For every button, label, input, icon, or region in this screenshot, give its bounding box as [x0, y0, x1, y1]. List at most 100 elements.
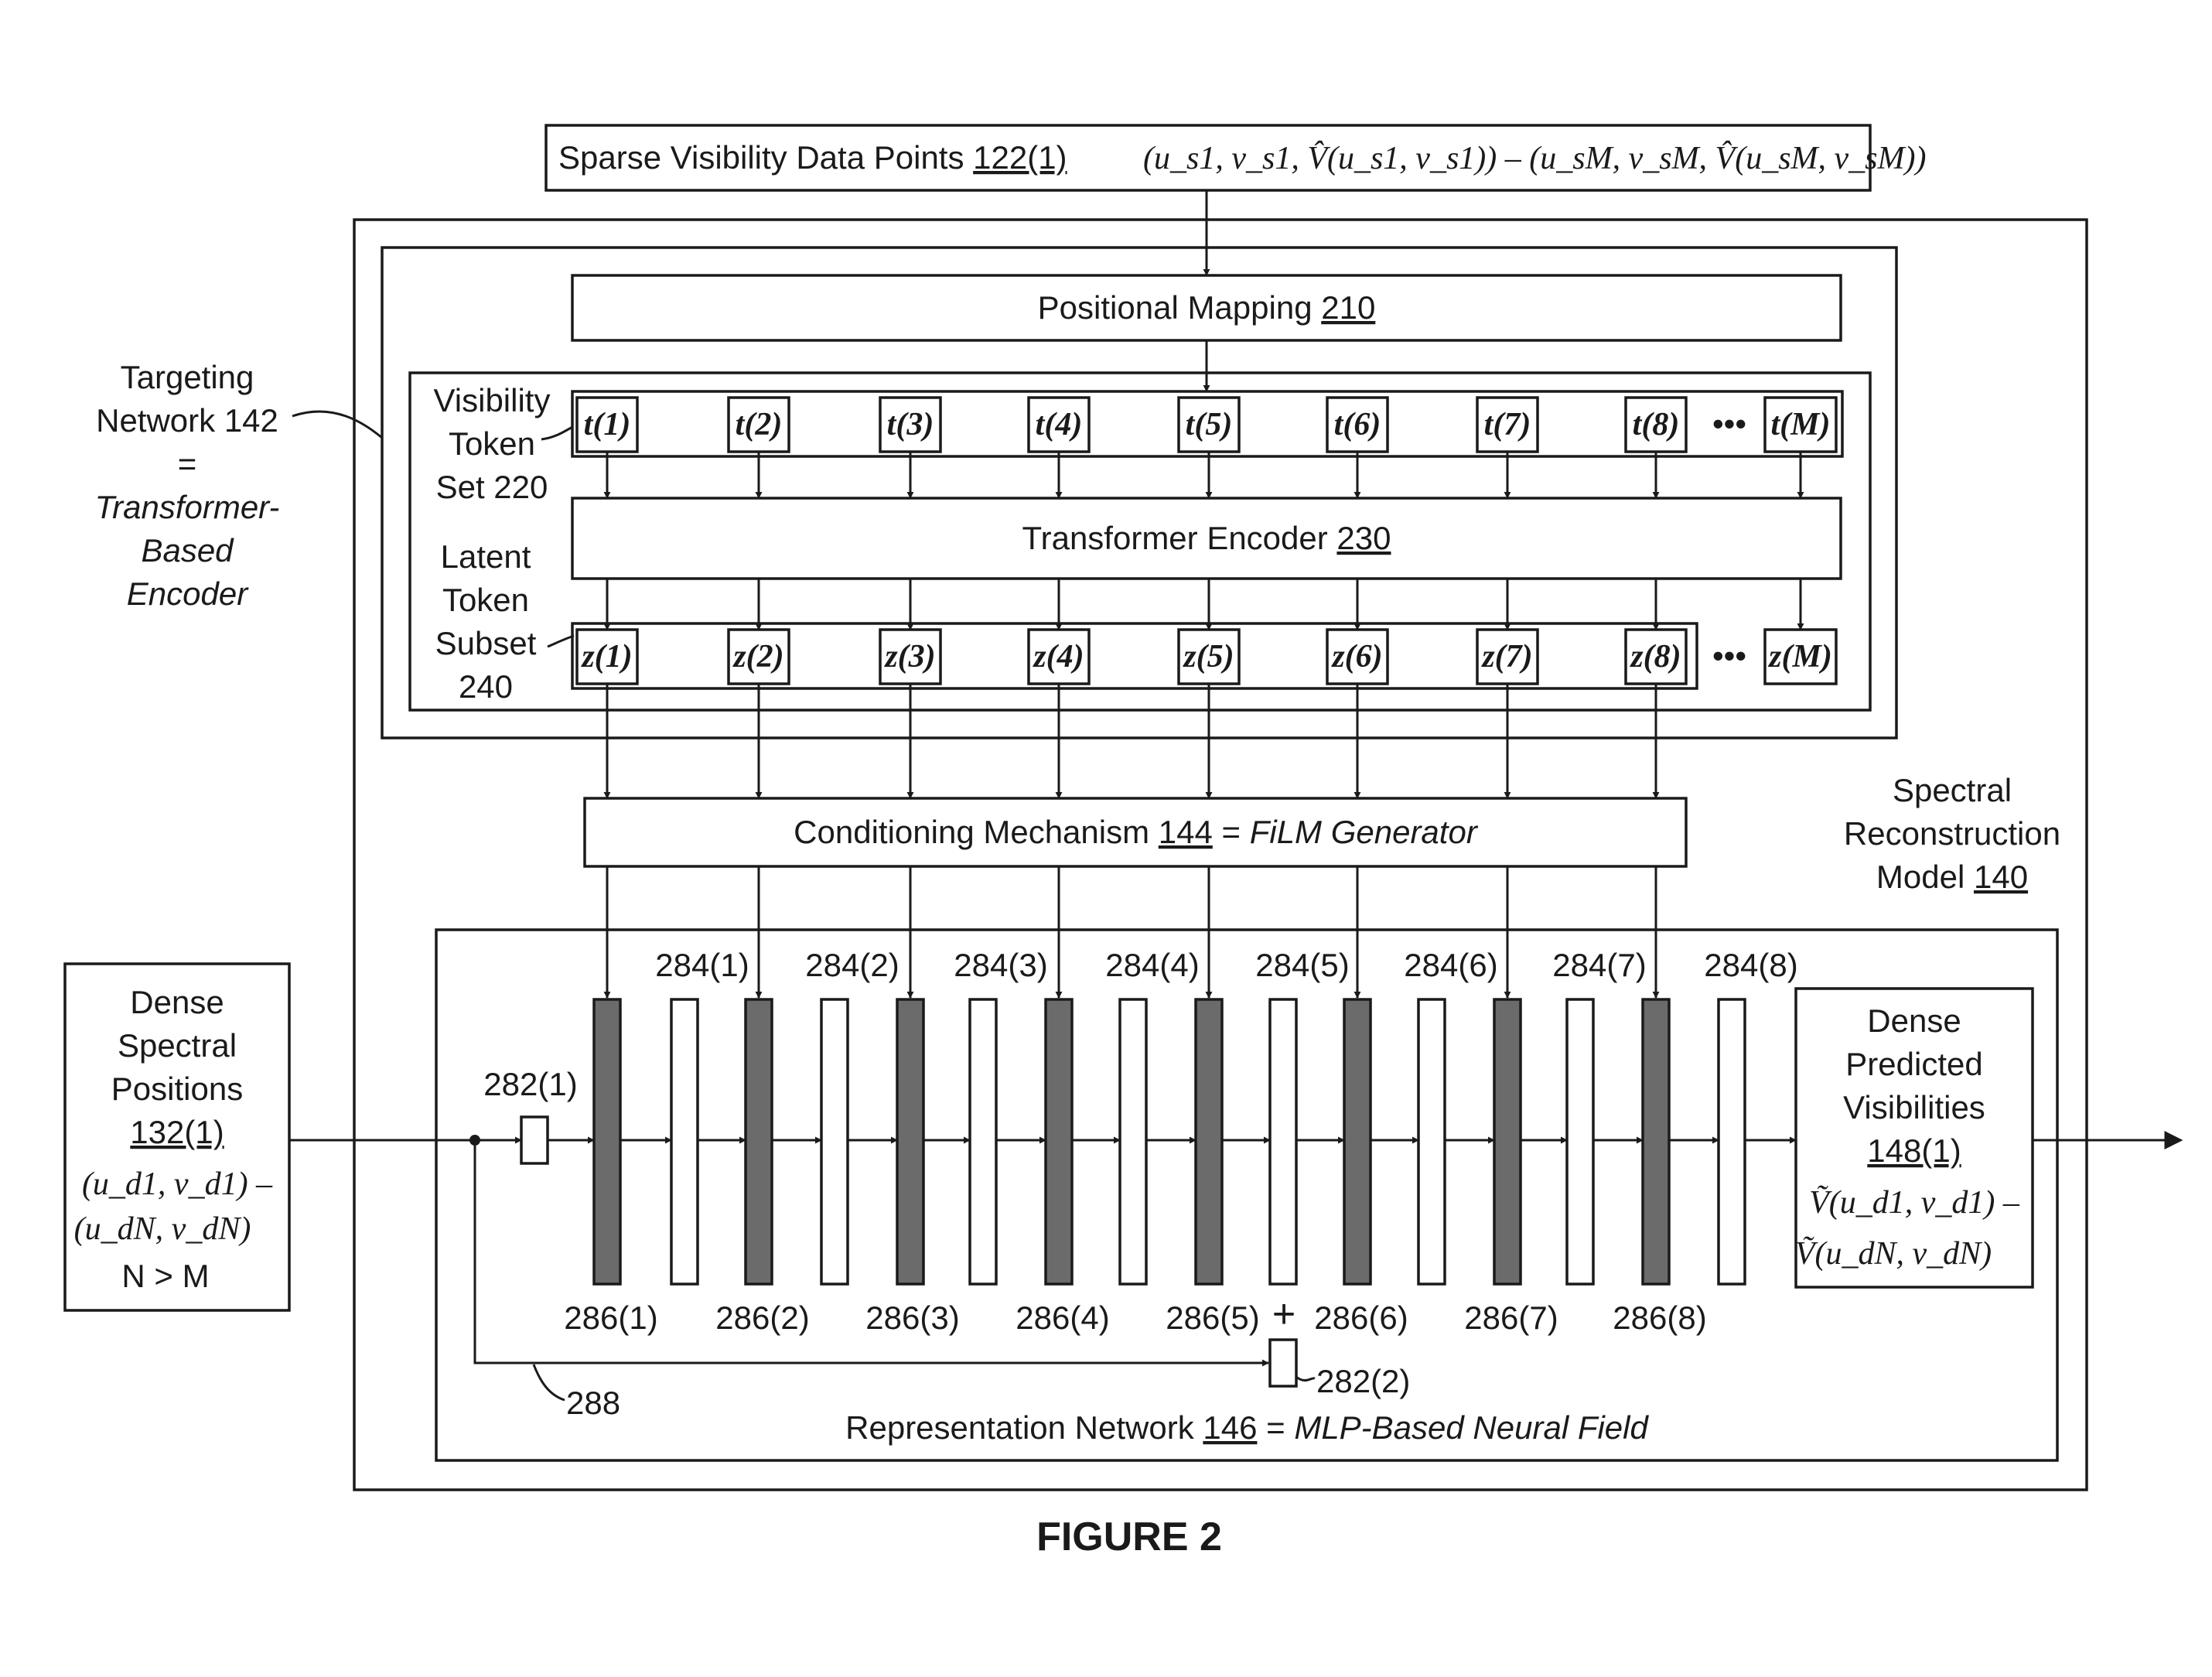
layer-284-4: [1118, 998, 1148, 1286]
svg-text:Network 142: Network 142: [96, 402, 278, 439]
svg-text:284(7): 284(7): [1552, 947, 1646, 983]
t-token-8: t(8): [1624, 396, 1688, 453]
svg-text:286(6): 286(6): [1314, 1300, 1408, 1336]
layer-284-6: [1417, 998, 1446, 1286]
svg-text:286(2): 286(2): [715, 1300, 809, 1336]
svg-text:z(4): z(4): [1032, 639, 1084, 675]
dense-predicted-visibilities-box: [1794, 987, 2034, 1289]
representation-network-label: Representation Network 146 = MLP-Based N…: [845, 1409, 1649, 1446]
svg-text:Subset: Subset: [435, 625, 537, 661]
layer-284-5: [1268, 998, 1298, 1286]
visibility-token-set-label: Visibility Token Set 220: [434, 382, 551, 505]
film-layer-286-5: [1194, 998, 1224, 1286]
dense-spectral-positions-box: [63, 962, 291, 1312]
encoding-282-1: [520, 1115, 549, 1165]
spectral-model-label: Spectral Reconstruction Model 140: [1844, 772, 2060, 895]
svg-text:t(M): t(M): [1771, 407, 1831, 442]
svg-text:Spectral: Spectral: [118, 1027, 237, 1064]
svg-text:286(7): 286(7): [1464, 1300, 1558, 1336]
encoding-282-2: [1268, 1338, 1298, 1388]
z-token-3: z(3): [879, 628, 942, 685]
z-token-6: z(6): [1326, 628, 1389, 685]
svg-text:z(M): z(M): [1767, 639, 1832, 675]
representation-network-frame: [435, 928, 2059, 1462]
film-layer-286-4: [1044, 998, 1074, 1286]
film-layer-286-6: [1343, 998, 1372, 1286]
svg-text:t(2): t(2): [736, 407, 783, 442]
svg-text:284(5): 284(5): [1255, 947, 1349, 983]
dense-spectral-positions-text: Dense Spectral Positions 132(1) (u_d1, v…: [74, 984, 273, 1294]
film-layer-286-3: [896, 998, 925, 1286]
labels-286: 286(1) 286(2) 286(3) 286(4) 286(5) 286(6…: [564, 1300, 1706, 1336]
svg-text:(u_dN, v_dN): (u_dN, v_dN): [74, 1211, 251, 1247]
svg-text:z(8): z(8): [1629, 639, 1681, 675]
dense-predicted-visibilities-text: Dense Predicted Visibilities 148(1) Ṽ(u_…: [1795, 1002, 2020, 1272]
film-layer-286-8: [1641, 998, 1671, 1286]
leader-288: [532, 1364, 565, 1402]
leader-targeting-network: [292, 410, 383, 439]
film-layer-286-7: [1493, 998, 1522, 1286]
t-token-1: t(1): [575, 396, 639, 453]
token-flow-arrows: [603, 452, 1804, 999]
svg-text:286(3): 286(3): [865, 1300, 959, 1336]
svg-text:Token: Token: [449, 425, 535, 462]
svg-text:t(5): t(5): [1186, 407, 1233, 442]
svg-text:t(7): t(7): [1484, 407, 1531, 442]
svg-text:z(7): z(7): [1480, 639, 1532, 675]
layer-284-2: [820, 998, 849, 1286]
svg-text:=: =: [178, 446, 197, 482]
z-token-m: z(M): [1763, 628, 1838, 685]
svg-text:Encoder: Encoder: [127, 576, 249, 612]
z-tokens-ellipsis: •••: [1712, 637, 1746, 674]
z-token-1: z(1): [575, 628, 639, 685]
label-282-2: 282(2): [1316, 1363, 1410, 1399]
svg-text:Ṽ(u_d1, v_d1) –: Ṽ(u_d1, v_d1) –: [1809, 1185, 2020, 1221]
svg-text:284(3): 284(3): [954, 947, 1047, 983]
sparse-visibility-formula: (u_s1, v_s1, V̂(u_s1, v_s1)) – (u_sM, v_…: [1143, 140, 1926, 176]
layer-284-1: [670, 998, 699, 1286]
svg-text:z(6): z(6): [1330, 639, 1382, 675]
targeting-network-label: Targeting Network 142 = Transformer- Bas…: [95, 359, 280, 612]
svg-text:t(1): t(1): [584, 407, 631, 442]
z-token-7: z(7): [1476, 628, 1539, 685]
svg-text:t(3): t(3): [887, 407, 934, 442]
t-token-4: t(4): [1027, 396, 1091, 453]
conditioning-mechanism-box: [583, 797, 1688, 868]
svg-text:Reconstruction: Reconstruction: [1844, 815, 2060, 852]
spectral-reconstruction-model-frame: [353, 218, 2088, 1491]
targeting-network-frame: [381, 246, 1898, 739]
svg-text:Dense: Dense: [1867, 1002, 1961, 1039]
skip-connection-288: [473, 1140, 1269, 1367]
sparse-visibility-label: Sparse Visibility Data Points 122(1): [558, 139, 1067, 176]
svg-text:t(6): t(6): [1334, 407, 1381, 442]
svg-text:132(1): 132(1): [130, 1114, 224, 1150]
svg-text:Predicted: Predicted: [1845, 1046, 1982, 1082]
film-layer-286-2: [744, 998, 773, 1286]
svg-text:t(8): t(8): [1633, 407, 1680, 442]
svg-text:Based: Based: [141, 532, 234, 569]
t-token-5: t(5): [1177, 396, 1241, 453]
svg-text:(u_d1, v_d1) –: (u_d1, v_d1) –: [82, 1166, 273, 1202]
conditioning-mechanism-label: Conditioning Mechanism 144 = FiLM Genera…: [794, 814, 1479, 850]
svg-text:286(8): 286(8): [1613, 1300, 1706, 1336]
layer-284-7: [1565, 998, 1595, 1286]
leader-latent-token-subset: [547, 634, 575, 648]
svg-text:Positions: Positions: [111, 1071, 243, 1107]
transformer-encoder-label: Transformer Encoder 230: [1022, 520, 1391, 556]
t-token-3: t(3): [879, 396, 942, 453]
svg-text:Transformer-: Transformer-: [95, 489, 280, 525]
latent-token-subset-frame: [571, 622, 1698, 690]
svg-text:z(5): z(5): [1182, 639, 1234, 675]
t-token-m: t(M): [1763, 396, 1838, 453]
z-token-2: z(2): [727, 628, 790, 685]
svg-text:Latent: Latent: [441, 538, 531, 575]
svg-text:Token: Token: [442, 582, 529, 618]
z-token-4: z(4): [1027, 628, 1091, 685]
svg-text:t(4): t(4): [1036, 407, 1083, 442]
svg-text:Targeting: Targeting: [121, 359, 254, 395]
layer-284-3: [968, 998, 998, 1286]
svg-text:286(5): 286(5): [1166, 1300, 1259, 1336]
latent-token-subset-label: Latent Token Subset 240: [435, 538, 537, 705]
svg-text:Ṽ(u_dN, v_dN): Ṽ(u_dN, v_dN): [1795, 1236, 1992, 1272]
svg-text:z(1): z(1): [580, 639, 632, 675]
